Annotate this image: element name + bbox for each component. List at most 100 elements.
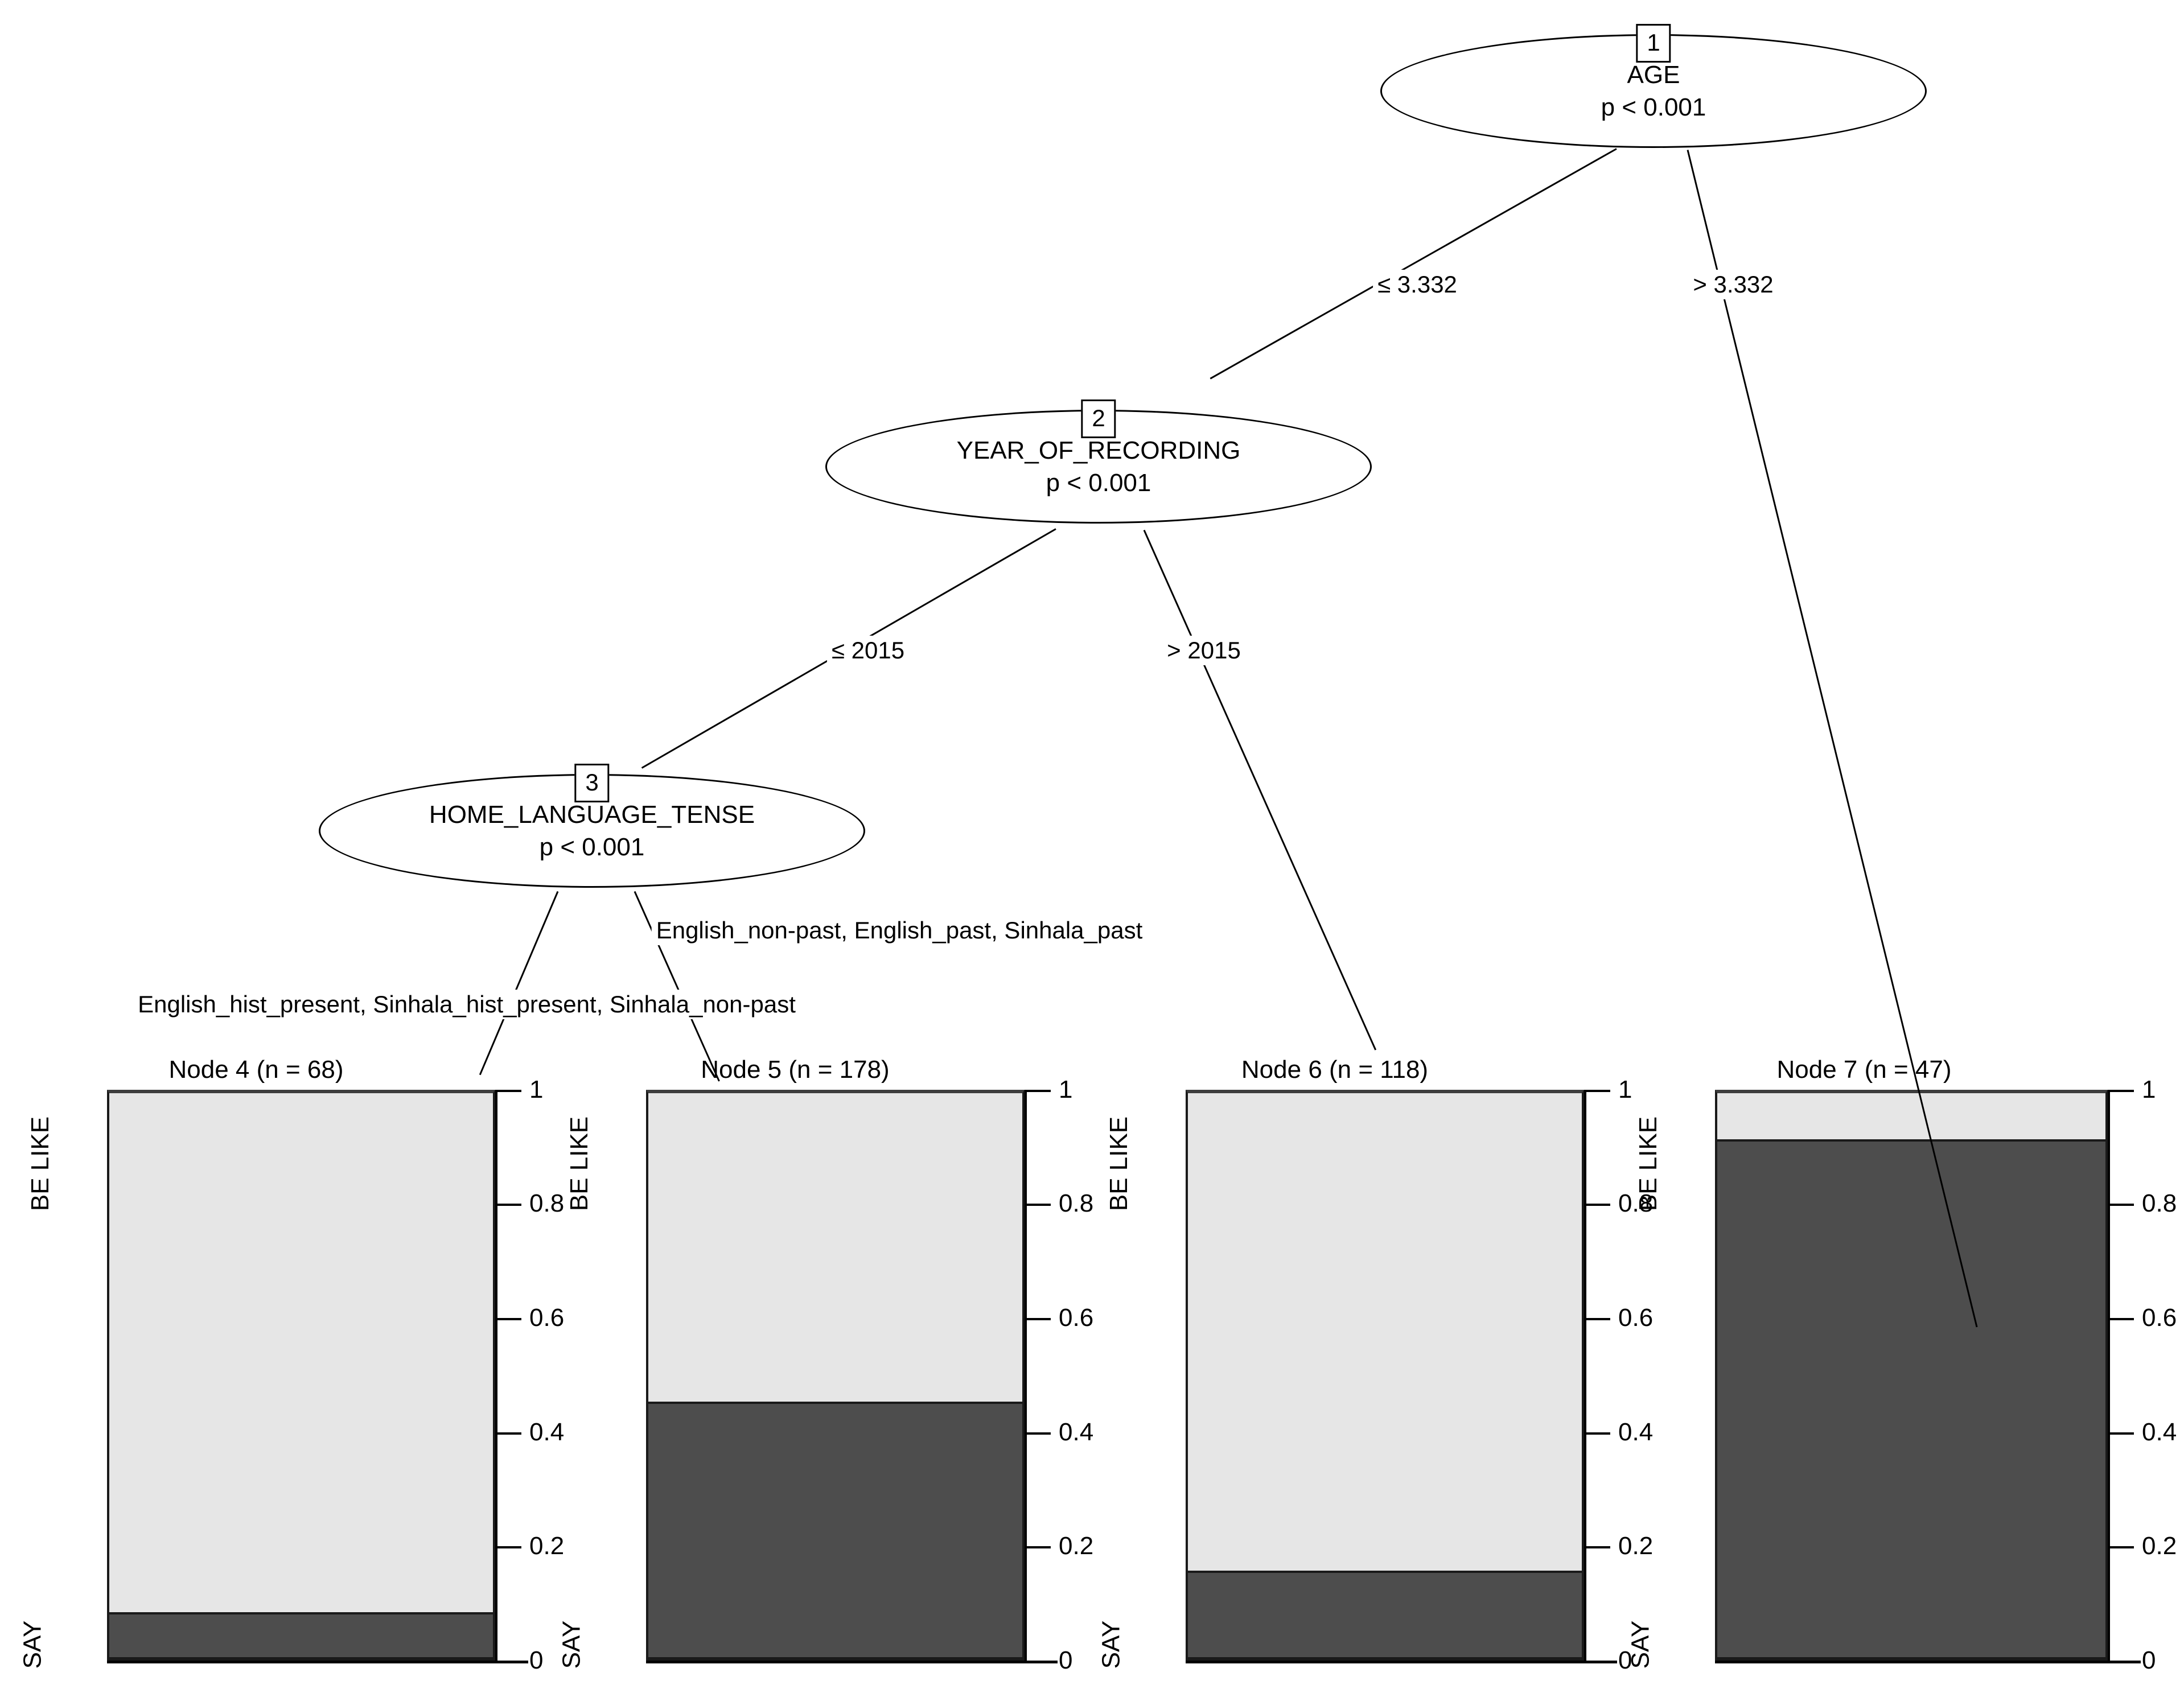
node-4-tick-0 [495,1661,521,1663]
edge-label-1-2: ≤ 3.332 [1373,270,1462,299]
node-4-axis [495,1090,497,1661]
node-6-ticklabel-0.2: 0.2 [1618,1532,1654,1560]
node-7-bar-say [1715,1139,2108,1661]
node-6-ticklabel-0.6: 0.6 [1618,1304,1654,1332]
node-2-badge: 2 [1081,399,1116,438]
node-6-bar-be-like [1186,1090,1584,1571]
node-4-bar-say [107,1612,495,1661]
node-5-axis [1025,1090,1027,1661]
node-4-tick-1 [495,1090,521,1092]
node-7-ticklabel-0.4: 0.4 [2142,1418,2177,1446]
node-5-ticklabel-0.8: 0.8 [1059,1189,1094,1217]
node-4-ticklabel-0.6: 0.6 [529,1304,565,1332]
node-4-title: Node 4 (n = 68) [168,1056,344,1084]
edge-label-2-3: ≤ 2015 [826,636,910,665]
node-7-baseline [1715,1661,2141,1663]
node-5-bar-say [646,1401,1025,1661]
terminal-panel-7: Node 7 (n = 47) BE LIKE SAY 1 0.8 0.6 0.… [1626,1056,2177,1676]
node-7-tick-0.6 [2108,1318,2134,1320]
node-7-tick-0.8 [2108,1204,2134,1206]
terminal-panel-6: Node 6 (n = 118) BE LIKE SAY 1 0.8 0.6 0… [1097,1056,1653,1676]
node-3-text: HOME_LANGUAGE_TENSE p < 0.001 [429,798,755,863]
node-5-bar-be-like [646,1090,1025,1402]
node-6-ticklabel-0: 0 [1618,1646,1632,1674]
node-6-tick-0.8 [1584,1204,1610,1206]
node-7-ticklabel-0.8: 0.8 [2142,1189,2177,1217]
terminal-panel-5: Node 5 (n = 178) BE LIKE SAY 1 0.8 0.6 0… [557,1056,1093,1676]
node-1-variable: AGE [1627,60,1680,89]
edge-label-2-6: > 2015 [1162,636,1245,665]
edge-2-6 [1143,529,1377,1051]
node-4-ticklabel-0.2: 0.2 [529,1532,565,1560]
terminal-panel-4: Node 4 (n = 68) BE LIKE SAY 1 0.8 0.6 0.… [18,1056,564,1676]
node-7-tick-0 [2108,1661,2134,1663]
node-5-baseline [646,1661,1058,1663]
node-7-tick-0.2 [2108,1546,2134,1548]
node-2-variable: YEAR_OF_RECORDING [956,436,1241,464]
node-5-tick-0.4 [1025,1432,1051,1435]
node-7-tick-0.4 [2108,1432,2134,1435]
node-7-plotbox [1715,1090,2108,1661]
node-4-plotbox [107,1090,495,1661]
node-4-tick-0.2 [495,1546,521,1548]
node-7-tick-1 [2108,1090,2134,1092]
node-7-ticklabel-0.6: 0.6 [2142,1304,2177,1332]
node-7-ticklabel-0.2: 0.2 [2142,1532,2177,1560]
node-6-tick-1 [1584,1090,1610,1092]
node-6-title: Node 6 (n = 118) [1241,1056,1429,1084]
node-6-plotbox [1186,1090,1584,1661]
node-3-pvalue: p < 0.001 [539,833,645,861]
node-7-say-label: SAY [1626,1620,1655,1669]
node-4-ticklabel-0: 0 [529,1646,544,1674]
node-7-belike-label: BE LIKE [1634,1116,1663,1212]
node-5-ticklabel-0.4: 0.4 [1059,1418,1094,1446]
node-5-tick-1 [1025,1090,1051,1092]
node-2-pvalue: p < 0.001 [1046,469,1151,497]
node-7-bar-be-like [1715,1090,2108,1140]
node-6-tick-0.4 [1584,1432,1610,1435]
node-5-title: Node 5 (n = 178) [701,1056,890,1084]
node-2-text: YEAR_OF_RECORDING p < 0.001 [957,434,1241,499]
edge-label-3-5: English_non-past, English_past, Sinhala_… [651,916,1147,945]
node-6-ticklabel-0.8: 0.8 [1618,1189,1654,1217]
node-5-ticklabel-0.6: 0.6 [1059,1304,1094,1332]
node-7-ticklabel-1: 1 [2142,1076,2156,1103]
node-4-ticklabel-0.4: 0.4 [529,1418,565,1446]
node-7-title: Node 7 (n = 47) [1776,1056,1952,1084]
node-7-ticklabel-0: 0 [2142,1646,2156,1674]
node-5-belike-label: BE LIKE [565,1116,594,1212]
node-5-tick-0.8 [1025,1204,1051,1206]
node-5-ticklabel-0.2: 0.2 [1059,1532,1094,1560]
node-5-plotbox [646,1090,1025,1661]
node-5-tick-0.2 [1025,1546,1051,1548]
node-6-axis [1584,1090,1586,1661]
node-4-tick-0.6 [495,1318,521,1320]
node-6-ticklabel-0.4: 0.4 [1618,1418,1654,1446]
node-6-baseline [1186,1661,1617,1663]
node-3-variable: HOME_LANGUAGE_TENSE [429,800,755,829]
node-4-baseline [107,1661,528,1663]
node-4-tick-0.8 [495,1204,521,1206]
node-4-say-label: SAY [18,1620,47,1669]
node-1-badge: 1 [1636,24,1671,63]
edge-1-2 [1210,148,1617,380]
node-5-say-label: SAY [557,1620,586,1669]
node-6-tick-0.6 [1584,1318,1610,1320]
node-6-belike-label: BE LIKE [1105,1116,1133,1212]
node-3-badge: 3 [574,764,610,802]
node-6-ticklabel-1: 1 [1618,1076,1632,1103]
node-6-say-label: SAY [1097,1620,1125,1669]
node-4-ticklabel-0.8: 0.8 [529,1189,565,1217]
node-4-bar-be-like [107,1090,495,1612]
edge-label-3-4: English_hist_present, Sinhala_hist_prese… [133,990,800,1019]
node-4-belike-label: BE LIKE [26,1116,55,1212]
node-5-tick-0.6 [1025,1318,1051,1320]
node-1-pvalue: p < 0.001 [1601,93,1706,121]
node-4-ticklabel-1: 1 [529,1076,544,1103]
edge-3-4 [479,891,559,1076]
node-6-tick-0 [1584,1661,1610,1663]
node-1-text: AGE p < 0.001 [1601,59,1706,123]
node-6-tick-0.2 [1584,1546,1610,1548]
node-7-axis [2108,1090,2110,1661]
